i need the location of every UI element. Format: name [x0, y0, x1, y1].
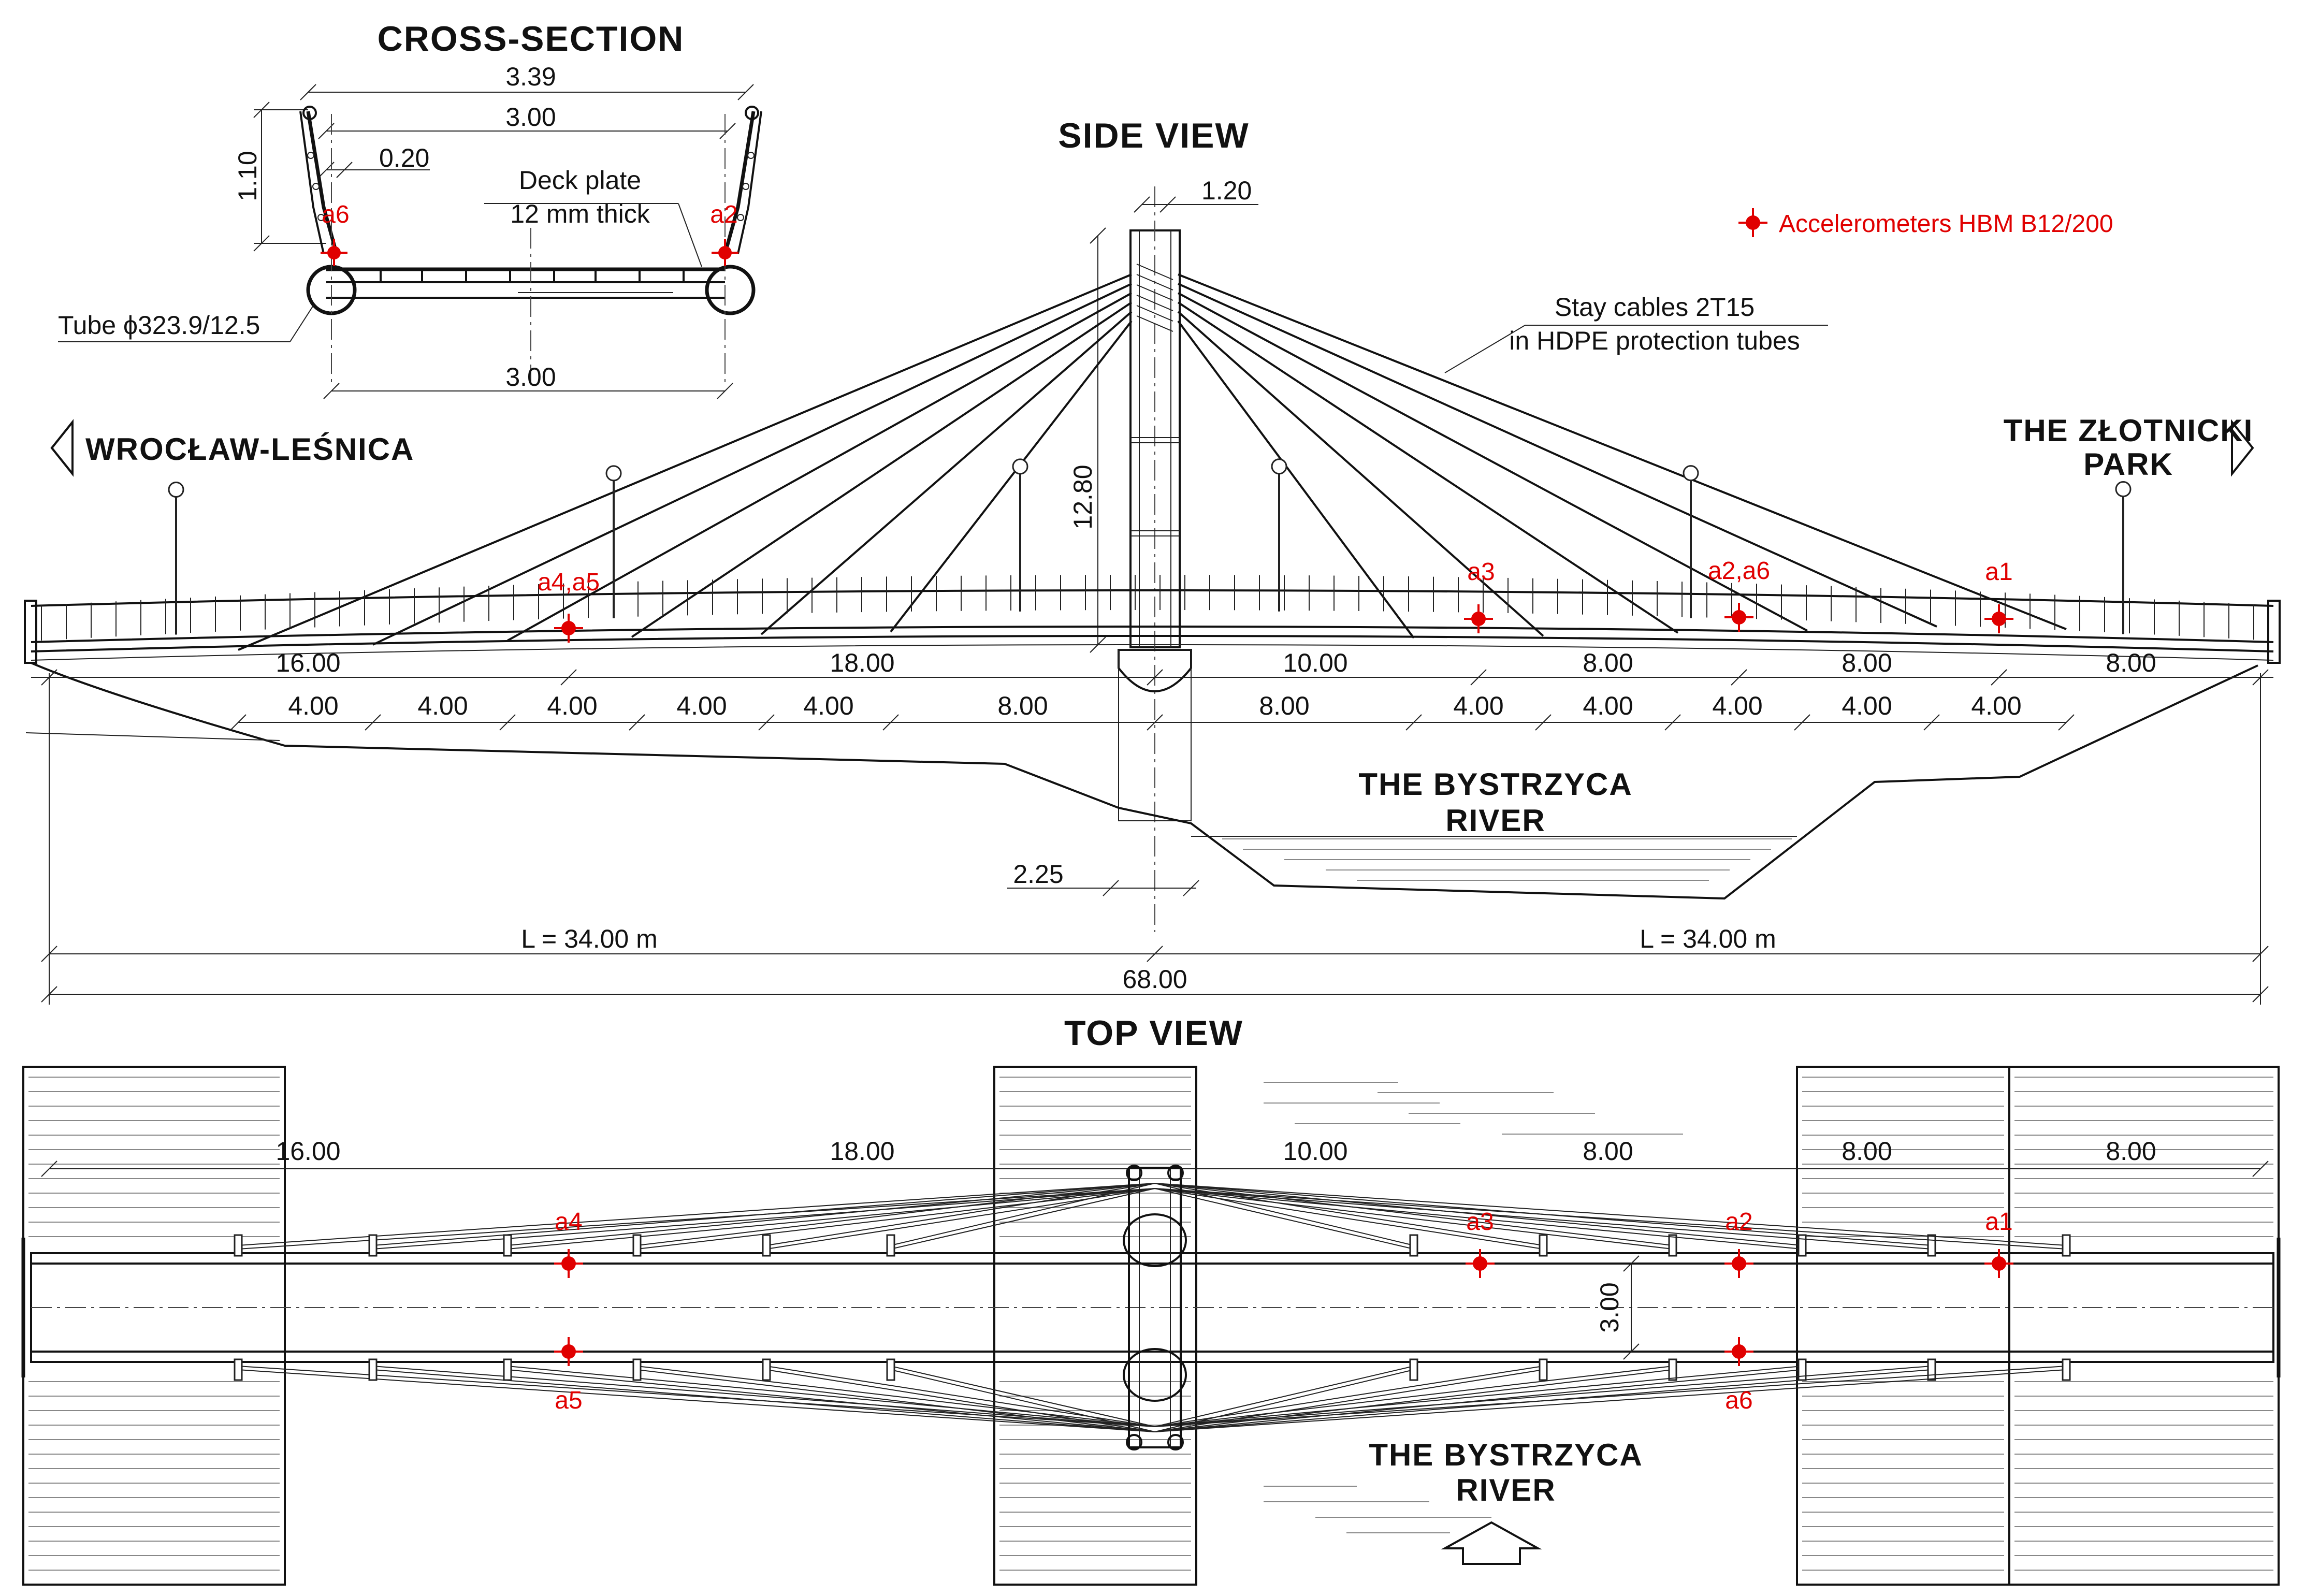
river-label-1: THE BYSTRZYCA — [1358, 767, 1632, 802]
sub-dim: 4.00 — [1712, 691, 1762, 720]
sub-dim: 4.00 — [1842, 691, 1892, 720]
span-dim: 8.00 — [1583, 648, 1633, 677]
half-span-left: L = 34.00 m — [521, 924, 658, 953]
sensor-label: a1 — [1985, 558, 2012, 586]
right-direction-label-1: THE ZŁOTNICKI — [2004, 413, 2254, 448]
accelerometer-marker — [712, 239, 738, 266]
left-direction-label: WROCŁAW-LEŚNICA — [85, 432, 414, 467]
accelerometer-marker — [554, 1249, 583, 1278]
sub-dim: 4.00 — [1583, 691, 1633, 720]
dim-total-width: 3.39 — [505, 62, 556, 91]
span-dim: 10.00 — [1283, 1137, 1347, 1166]
accelerometer-legend-marker — [1738, 208, 1767, 237]
accelerometer-marker — [321, 239, 347, 266]
sub-dim: 4.00 — [1971, 691, 2021, 720]
top-view-title: TOP VIEW — [1064, 1013, 1243, 1053]
dim-inner-width: 3.00 — [505, 103, 556, 132]
river-label-2: RIVER — [1445, 803, 1545, 838]
sub-dim: 8.00 — [997, 691, 1048, 720]
tube-label: Tube ϕ323.9/12.5 — [58, 311, 260, 340]
sensor-label: a1 — [1985, 1208, 2012, 1236]
half-span-right: L = 34.00 m — [1640, 924, 1776, 953]
span-dim: 10.00 — [1283, 648, 1347, 677]
span-dim: 18.00 — [830, 1137, 894, 1166]
sub-dim: 4.00 — [803, 691, 853, 720]
right-direction-label-2: PARK — [2083, 447, 2173, 482]
cross-section: CROSS-SECTION 3.39 3.00 0.20 1.10 — [58, 19, 762, 399]
dim-height: 1.10 — [233, 151, 262, 201]
accelerometer-marker — [1984, 1249, 2013, 1278]
span-dim: 8.00 — [2106, 648, 2156, 677]
sensor-label-a2: a2 — [710, 201, 737, 228]
stay-cables-label-2: in HDPE protection tubes — [1509, 326, 1800, 355]
deck-plate-label-1: Deck plate — [519, 166, 641, 195]
span-dim: 8.00 — [1842, 1137, 1892, 1166]
stay-cables-label-1: Stay cables 2T15 — [1555, 293, 1755, 322]
span-dim: 16.00 — [276, 1137, 340, 1166]
sub-dim: 4.00 — [676, 691, 727, 720]
accelerometer-marker — [1724, 603, 1753, 632]
sensor-label: a4,a5 — [538, 569, 600, 596]
side-view-title: SIDE VIEW — [1058, 116, 1249, 155]
sensor-label: a6 — [1725, 1387, 1752, 1414]
right-arrow-icon — [2231, 419, 2254, 477]
dim-pylon-height: 12.80 — [1068, 465, 1097, 529]
lamp-posts — [168, 458, 2132, 635]
up-arrow-icon — [1441, 1521, 1542, 1565]
legend: Accelerometers HBM B12/200 — [1738, 208, 2113, 238]
accelerometer-marker — [1724, 1337, 1753, 1366]
sensor-label: a5 — [555, 1387, 582, 1414]
sensor-label: a2 — [1725, 1208, 1752, 1236]
accelerometer-marker — [1724, 1249, 1753, 1278]
span-dim: 18.00 — [830, 648, 894, 677]
sensor-label: a4 — [555, 1208, 582, 1236]
dim-pier-width: 2.25 — [1013, 860, 1063, 889]
total-length: 68.00 — [1122, 965, 1187, 994]
sub-dim: 8.00 — [1259, 691, 1309, 720]
sub-dim: 4.00 — [547, 691, 597, 720]
dim-deck-width: 3.00 — [1595, 1282, 1624, 1332]
deck-plate-label-2: 12 mm thick — [510, 199, 650, 228]
top-view: TOP VIEW 16.00 18.00 10.00 8.00 8.00 8.0… — [21, 1013, 2281, 1586]
span-dim: 8.00 — [1842, 648, 1892, 677]
accelerometer-marker — [1464, 604, 1493, 633]
dim-pylon-width: 1.20 — [1201, 176, 1252, 205]
legend-accelerometers: Accelerometers HBM B12/200 — [1779, 210, 2113, 238]
sensor-label: a3 — [1467, 558, 1495, 586]
sub-dim: 4.00 — [417, 691, 468, 720]
railing-posts — [41, 575, 2254, 641]
bank-hatching — [28, 1077, 2273, 1571]
cross-section-title: CROSS-SECTION — [378, 19, 685, 59]
accelerometer-marker — [1984, 604, 2013, 633]
span-dim: 8.00 — [1583, 1137, 1633, 1166]
left-arrow-icon — [50, 419, 74, 477]
river-water — [1222, 838, 1792, 881]
accelerometer-marker — [1466, 1249, 1495, 1278]
sub-dim: 4.00 — [1453, 691, 1503, 720]
accelerometer-marker — [554, 1337, 583, 1366]
top-river-label-1: THE BYSTRZYCA — [1369, 1438, 1643, 1472]
span-dim: 8.00 — [2106, 1137, 2156, 1166]
sensor-label: a2,a6 — [1708, 557, 1770, 585]
sub-dim: 4.00 — [288, 691, 338, 720]
sensor-label-a6: a6 — [322, 201, 349, 228]
span-dim: 16.00 — [276, 648, 340, 677]
accelerometer-marker — [554, 614, 583, 643]
dim-bottom-width: 3.00 — [505, 362, 556, 391]
side-view: SIDE VIEW 1.20 12.80 — [24, 116, 2281, 1005]
sensor-label: a3 — [1466, 1208, 1494, 1236]
top-river-label-2: RIVER — [1456, 1473, 1556, 1507]
dim-offset: 0.20 — [379, 143, 429, 172]
